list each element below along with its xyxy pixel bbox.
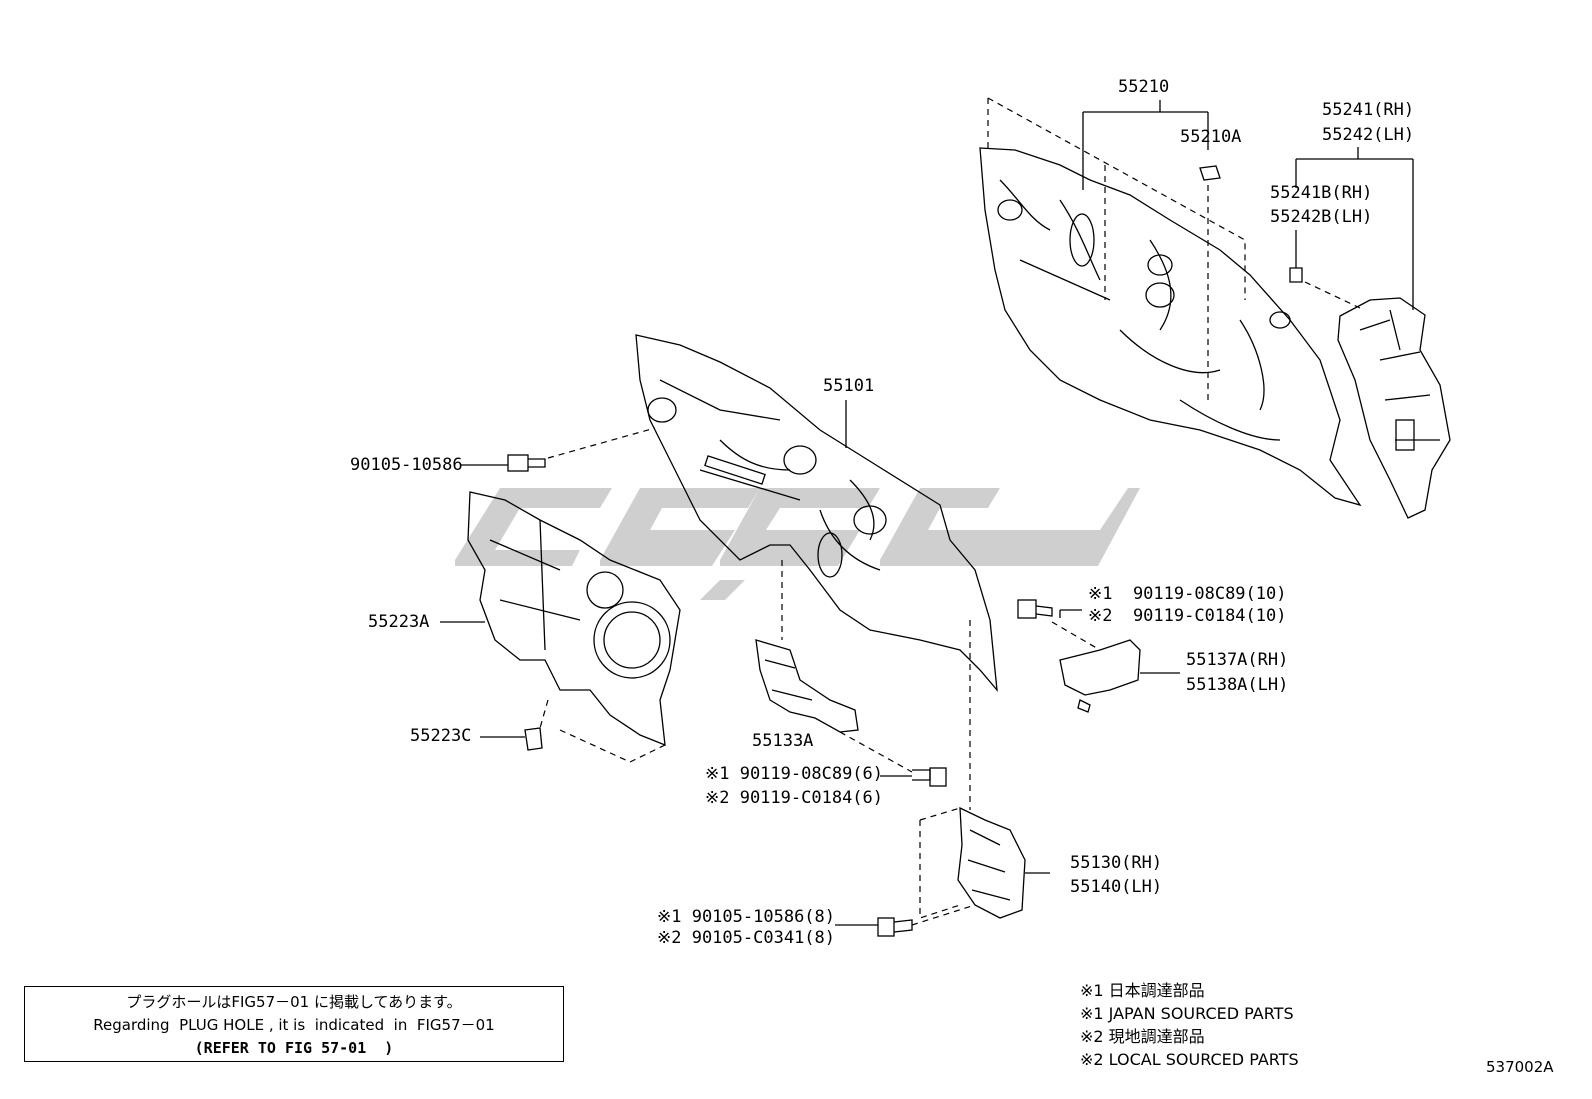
label-55101[interactable]: 55101 — [823, 376, 875, 396]
dashed-lines — [539, 97, 1361, 926]
label-55140-lh[interactable]: 55140(LH) — [1070, 877, 1163, 897]
label-bolt-55137A-japan[interactable]: ※1 90119-08C89(10) — [1088, 584, 1287, 604]
clip-55210A — [1199, 165, 1221, 181]
label-55137A-rh[interactable]: 55137A(RH) — [1186, 650, 1289, 670]
legend-local-jp: ※2 現地調達部品 — [1080, 1027, 1205, 1046]
bracket-55137A — [1059, 639, 1141, 713]
label-55210A[interactable]: 55210A — [1180, 127, 1242, 147]
bolt-55133A — [912, 767, 947, 787]
label-55241-rh[interactable]: 55241(RH) — [1322, 100, 1415, 120]
label-55223C[interactable]: 55223C — [410, 726, 472, 746]
legend-local-en: ※2 LOCAL SOURCED PARTS — [1080, 1050, 1299, 1069]
dash-silencer-55210 — [979, 147, 1362, 507]
label-55138A-lh[interactable]: 55138A(LH) — [1186, 675, 1289, 695]
label-bolt-55133A-japan[interactable]: ※1 90119-08C89(6) — [705, 764, 884, 784]
insulator-55223A — [467, 491, 681, 747]
bolt-55137A — [1017, 599, 1053, 619]
label-55130-rh[interactable]: 55130(RH) — [1070, 853, 1163, 873]
note-line-japanese: プラグホールはFIG57－01 に掲載してあります。 — [126, 993, 462, 1011]
label-55242-lh[interactable]: 55242(LH) — [1322, 125, 1415, 145]
note-box: プラグホールはFIG57－01 に掲載してあります。 Regarding PLU… — [24, 986, 564, 1062]
watermark-logo — [455, 488, 1140, 600]
dash-panel-55101 — [635, 334, 998, 693]
bolt-55130 — [877, 917, 913, 937]
label-55133A[interactable]: 55133A — [752, 731, 814, 751]
diagram-id: 537002A — [1486, 1058, 1554, 1076]
sourcing-legend: ※1 日本調達部品 ※1 JAPAN SOURCED PARTS ※2 現地調達… — [1080, 979, 1299, 1071]
label-bolt-55137A-local[interactable]: ※2 90119-C0184(10) — [1088, 606, 1287, 626]
note-line-english: Regarding PLUG HOLE , it is indicated in… — [93, 1016, 495, 1034]
bracket-55130 — [957, 806, 1026, 919]
legend-japan-en: ※1 JAPAN SOURCED PARTS — [1080, 1004, 1294, 1023]
note-line-refer: (REFER TO FIG 57-01 ) — [194, 1039, 394, 1057]
label-bolt-55133A-local[interactable]: ※2 90119-C0184(6) — [705, 788, 884, 808]
label-55241B-rh[interactable]: 55241B(RH) — [1270, 183, 1373, 203]
legend-japan-jp: ※1 日本調達部品 — [1080, 981, 1205, 1000]
clip-55223C — [524, 727, 543, 751]
screw-55241B — [1289, 262, 1303, 283]
bracket-55241 — [1337, 297, 1451, 519]
label-bolt-55130-local[interactable]: ※2 90105-C0341(8) — [657, 928, 836, 948]
label-55242B-lh[interactable]: 55242B(LH) — [1270, 207, 1373, 227]
label-bolt-55130-japan[interactable]: ※1 90105-10586(8) — [657, 907, 836, 927]
label-90105-10586[interactable]: 90105-10586 — [350, 455, 463, 475]
bracket-55133A — [755, 639, 859, 733]
label-55210[interactable]: 55210 — [1118, 77, 1170, 97]
leader-lines — [440, 100, 1414, 926]
bolt-90105-10586 — [507, 454, 546, 472]
label-55223A[interactable]: 55223A — [368, 612, 430, 632]
